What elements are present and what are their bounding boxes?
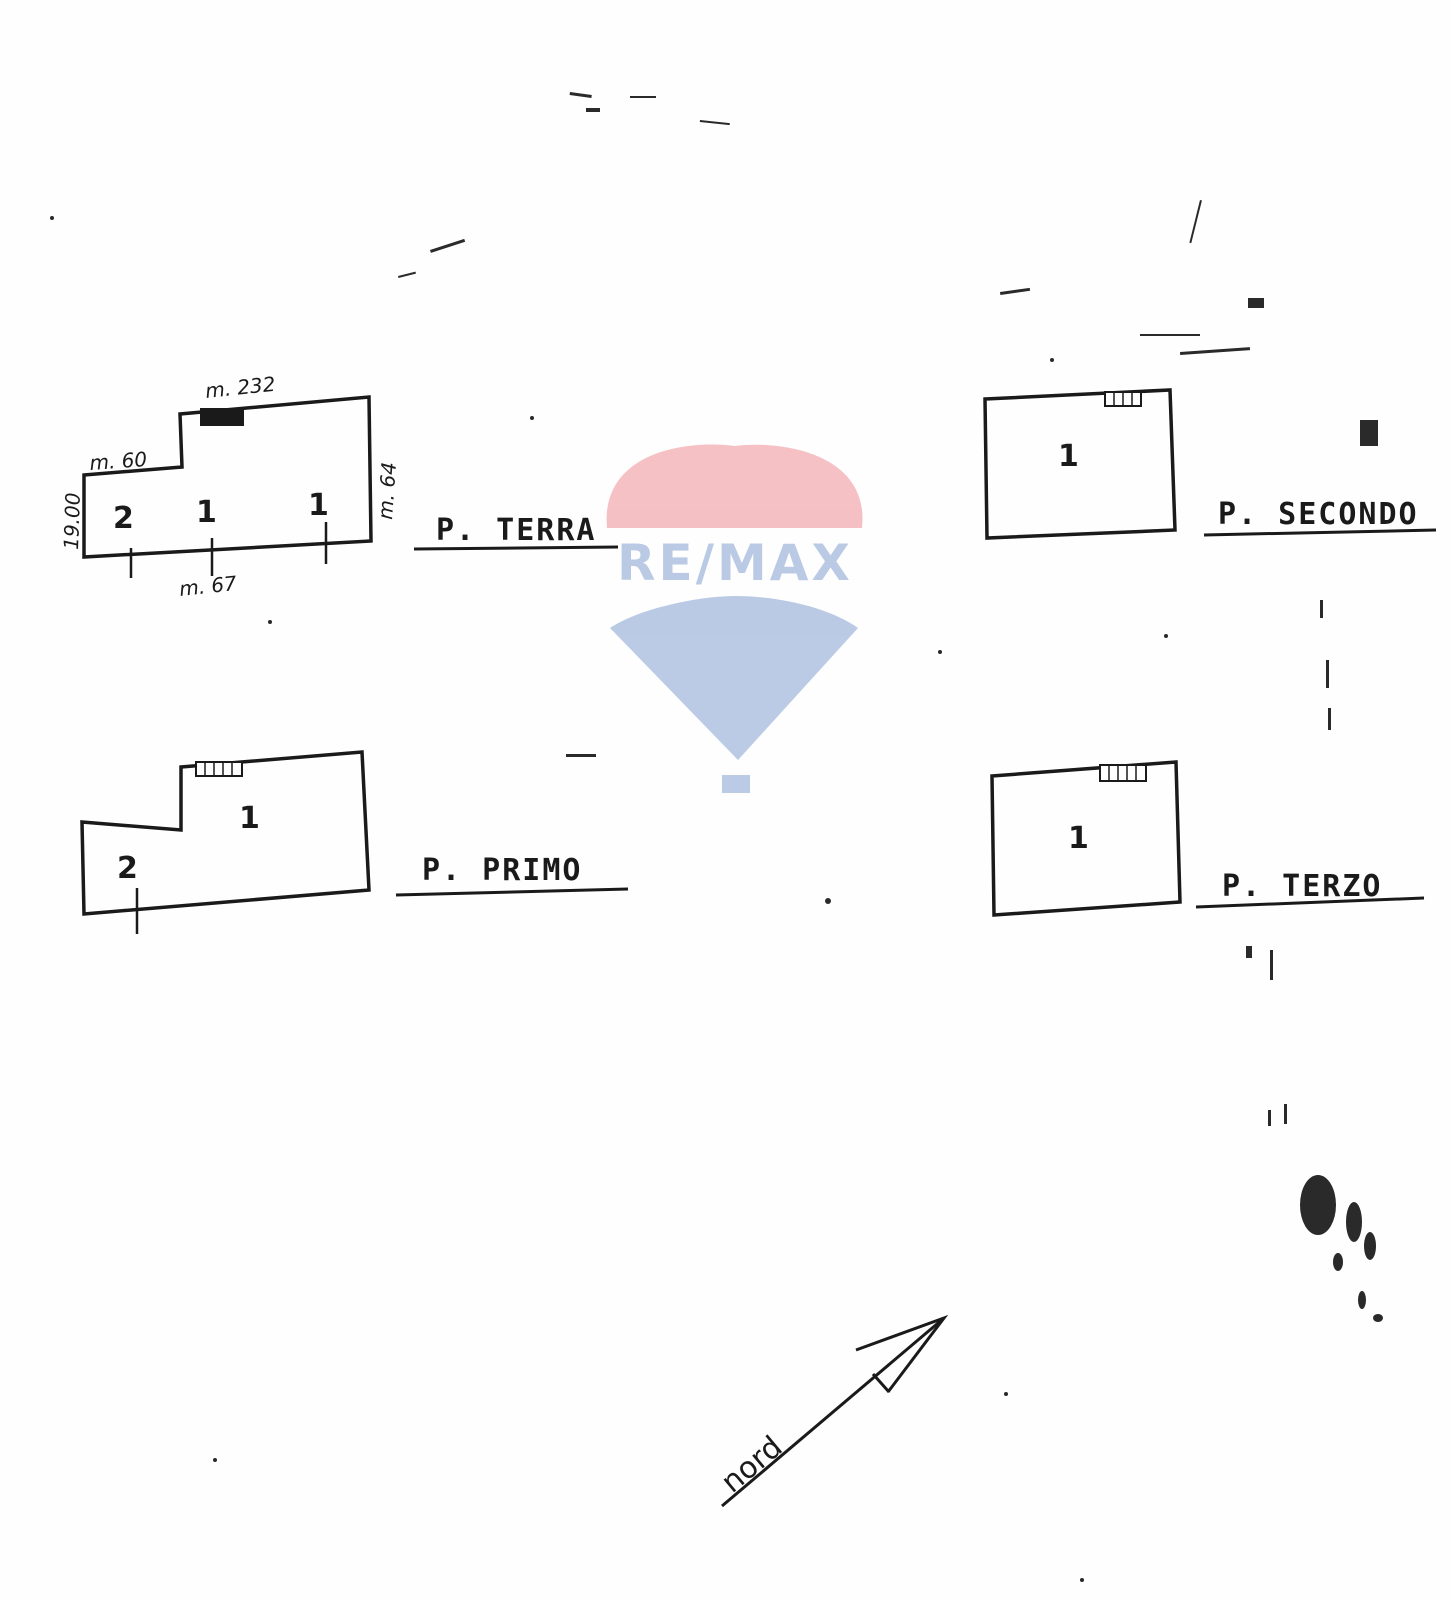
north-arrow: nord [715, 1314, 949, 1508]
primo-stair [195, 761, 243, 777]
balloon-bottom-blue [610, 596, 858, 760]
primo-room-1: 1 [239, 801, 260, 836]
primo-room-2: 2 [117, 851, 138, 886]
terra-room-1a: 1 [196, 495, 217, 530]
floor-plan-primo: 1 2 P. PRIMO [80, 750, 629, 934]
north-label: nord [715, 1429, 790, 1500]
label-p-terzo: P. TERZO [1222, 869, 1383, 904]
terzo-stair [1099, 764, 1147, 782]
label-p-primo: P. PRIMO [422, 853, 583, 888]
terra-stair-block [200, 408, 244, 426]
label-p-terra: P. TERRA [436, 513, 597, 548]
watermark-text: RE/MAX [617, 534, 853, 592]
terra-outline [82, 395, 373, 559]
secondo-outline [983, 388, 1177, 540]
dim-bottom: m. 67 [178, 571, 238, 601]
terzo-room-1: 1 [1068, 821, 1089, 856]
terra-room-1b: 1 [308, 488, 329, 523]
dim-left: 19.00 [59, 492, 85, 550]
floor-plan-secondo: 1 P. SECONDO [983, 388, 1437, 540]
floor-plan-terzo: 1 P. TERZO [990, 760, 1425, 917]
dim-right: m. 64 [373, 461, 401, 520]
dim-step: m. 60 [89, 447, 148, 475]
balloon-top-red [606, 444, 863, 528]
balloon-basket [722, 775, 750, 793]
remax-watermark: RE/MAX [606, 444, 863, 793]
terra-room-2: 2 [113, 501, 134, 536]
label-p-secondo: P. SECONDO [1218, 497, 1419, 532]
primo-outline [80, 750, 371, 916]
floor-plan-terra: 2 1 1 m. 232 m. 60 m. 64 19.00 m. 67 P. … [59, 372, 619, 601]
scan-noise [50, 91, 1383, 1582]
dim-top: m. 232 [204, 372, 276, 403]
secondo-room-1: 1 [1058, 439, 1079, 474]
